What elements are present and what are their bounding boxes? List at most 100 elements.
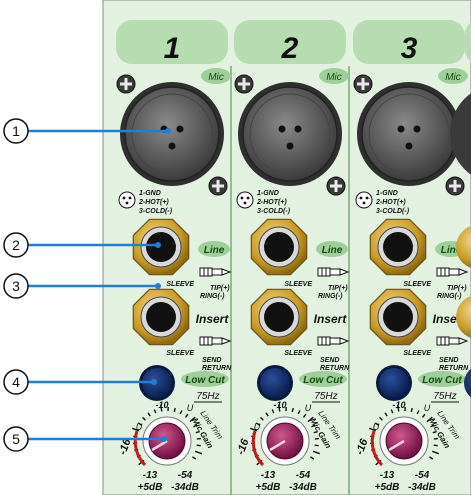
scale-tick [195, 430, 200, 434]
pin-diagram-icon [118, 191, 136, 209]
callout-number: 4 [12, 374, 20, 390]
scale-tick [297, 410, 301, 415]
lowcut-label: Low Cut [303, 375, 343, 386]
scale-red-arc [370, 430, 384, 467]
scale-tick [313, 430, 318, 434]
scale-tick [311, 424, 316, 428]
screw-slot [242, 78, 246, 90]
scale-tick [384, 412, 388, 417]
scale-tick [255, 422, 260, 426]
channel-header [116, 20, 228, 64]
scale-tick [432, 430, 437, 434]
pin-label-cold: 3-COLD(-) [257, 208, 291, 215]
xlr-socket-partial [450, 93, 471, 175]
xlr-face [242, 86, 338, 182]
xlr-pin [278, 125, 286, 133]
freq-label: 75Hz [314, 391, 337, 402]
screw-icon [445, 176, 465, 196]
trim-label-minus13: -13 [380, 470, 395, 481]
channel-strip-2: 2Mic1-GND2-HOT(+)3-COLD(-)LineSLEEVETIP(… [234, 20, 350, 495]
scale-tick [433, 444, 438, 447]
insert-jack-icon [132, 288, 190, 346]
pin-dot [365, 196, 369, 200]
pin-diagram-circle [236, 191, 254, 209]
trs-plug-icon [199, 336, 232, 346]
xlr-ring [131, 93, 213, 175]
scale-tick [131, 427, 140, 432]
channel-strip-1: 1Mic1-GND2-HOT(+)3-COLD(-)LineSLEEVETIP(… [116, 20, 232, 495]
plug-tip [221, 337, 232, 345]
trim-label-minus16: -16 [235, 437, 252, 457]
knob-icon [249, 404, 321, 467]
xlr-pin [294, 125, 302, 133]
scale-tick [291, 407, 294, 413]
plug-body [436, 336, 450, 346]
callout-circle [3, 369, 29, 395]
xlr-socket-icon [120, 82, 224, 186]
callout-4: 4 [3, 369, 157, 395]
line-jack-icon [369, 218, 427, 276]
callout-circle [3, 118, 29, 144]
mic-badge [319, 68, 349, 84]
trim-label-plus5: +5dB [256, 482, 281, 493]
plug-ring [211, 337, 223, 345]
trim-label-u: U [424, 403, 431, 413]
channel-strip-partial [450, 22, 471, 398]
trim-label-minus54: -54 [178, 470, 193, 481]
ring-label: RING(-) [200, 293, 225, 300]
xlr-face [361, 86, 457, 182]
scale-tick [142, 416, 146, 421]
screw-icon [116, 74, 136, 94]
trim-label-plus5: +5dB [138, 482, 163, 493]
plug-ring [329, 268, 341, 276]
pin-label-hot: 2-HOT(+) [256, 199, 287, 206]
mic-badge [438, 68, 468, 84]
mic-label: Mic [208, 72, 224, 83]
callout-number: 1 [12, 123, 20, 139]
trim-label-u: U [254, 422, 261, 432]
line-jack-icon [250, 218, 308, 276]
plug-body [199, 336, 213, 346]
callout-number: 3 [12, 278, 20, 294]
xlr-pin [168, 142, 176, 150]
trim-label-minus10: -10 [273, 400, 286, 410]
screw-icon [234, 74, 254, 94]
scale-tick [193, 424, 198, 428]
plug-tip [458, 337, 469, 345]
xlr-pin [397, 125, 405, 133]
ring-label: RING(-) [318, 293, 343, 300]
trim-label-minus13: -13 [143, 470, 158, 481]
scale-tick [416, 410, 420, 415]
line-badge [316, 241, 348, 257]
scale-tick [312, 450, 321, 455]
pin-dot [128, 196, 132, 200]
scale-tick [271, 409, 275, 414]
sleeve-label: SLEEVE [166, 281, 194, 288]
return-label: RETURN [202, 365, 232, 372]
scale-tick [147, 412, 151, 417]
trim-label-minus10: -10 [155, 400, 168, 410]
pin-label-hot: 2-HOT(+) [375, 199, 406, 206]
lowcut-button-face [142, 368, 172, 398]
knob-icon [131, 404, 203, 467]
channel-header-partial [465, 22, 471, 62]
jack-hole [146, 302, 176, 332]
callout-dot [161, 436, 167, 442]
callout-5: 5 [3, 426, 167, 452]
scale-tick [179, 410, 183, 415]
pin-label-gnd: 1-GND [139, 190, 161, 197]
lowcut-button-partial [464, 368, 471, 398]
freq-label: 75Hz [196, 391, 219, 402]
trim-label-minus54: -54 [296, 470, 311, 481]
pin-label-cold: 3-COLD(-) [376, 208, 410, 215]
screw-icon [353, 74, 373, 94]
pin-label-gnd: 1-GND [257, 190, 279, 197]
trim-label-u: U [136, 422, 143, 432]
tip-label: TIP(+) [328, 285, 348, 292]
xlr-pin [405, 142, 413, 150]
scale-tick [265, 412, 269, 417]
scale-tick [429, 456, 434, 460]
scale-tick [196, 444, 201, 447]
screw-icon [208, 176, 228, 196]
